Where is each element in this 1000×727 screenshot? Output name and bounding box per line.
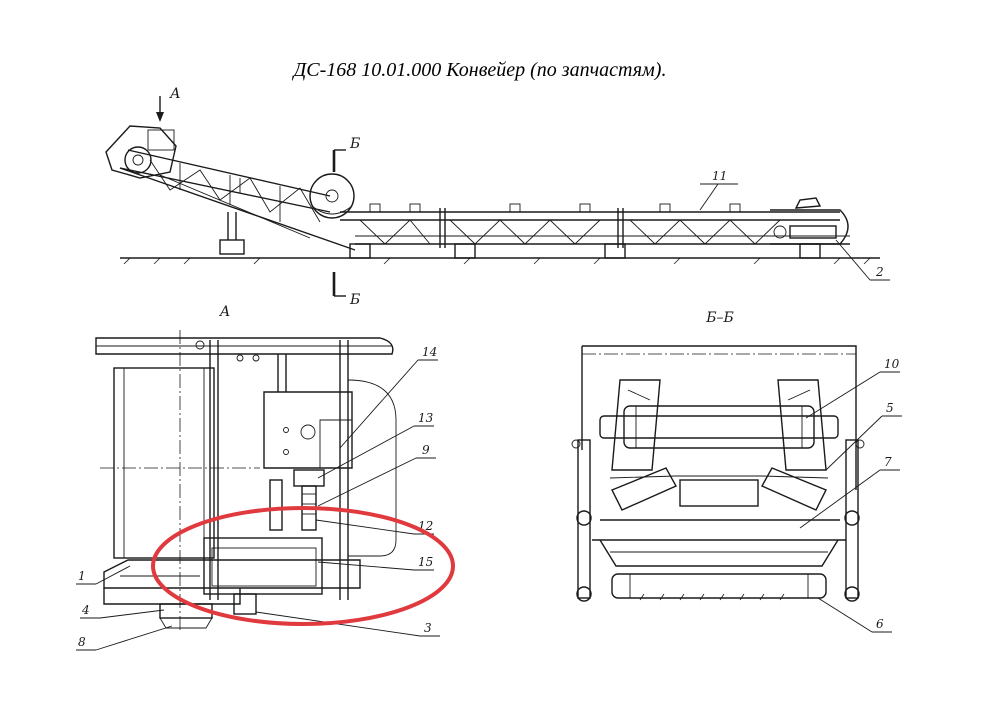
bearing-housing xyxy=(263,391,353,469)
svg-text:1: 1 xyxy=(78,569,86,583)
section-cut-top-label: Б xyxy=(349,136,360,152)
horizontal-section xyxy=(340,203,850,259)
tension-box xyxy=(203,537,323,595)
callout-8: 8 xyxy=(76,625,173,651)
section-cut-bb: Б Б xyxy=(332,136,360,308)
svg-text:9: 9 xyxy=(422,443,430,457)
svg-text:2: 2 xyxy=(875,265,884,279)
svg-text:11: 11 xyxy=(712,169,727,183)
svg-text:3: 3 xyxy=(424,621,432,635)
svg-text:6: 6 xyxy=(876,617,884,631)
view-arrow-a-label: А xyxy=(169,86,181,102)
svg-text:4: 4 xyxy=(81,603,90,617)
callout-1: 1 xyxy=(76,565,131,585)
view-a-title: А xyxy=(219,304,231,320)
svg-text:8: 8 xyxy=(78,635,86,649)
conveyor-side-view: А Б Б 11 2 xyxy=(105,86,890,308)
detail-view-a: 14 13 9 12 15 1 4 xyxy=(76,330,440,651)
tail-end xyxy=(770,197,849,245)
callout-13: 13 xyxy=(317,411,434,479)
section-cut-bottom-label: Б xyxy=(349,292,360,308)
side-roller-right xyxy=(761,467,827,511)
callout-2: 2 xyxy=(835,239,890,281)
svg-text:7: 7 xyxy=(884,455,892,469)
callout-7: 7 xyxy=(799,455,900,529)
svg-text:13: 13 xyxy=(418,411,434,425)
highlight-ellipse xyxy=(151,506,455,626)
drive-drum xyxy=(124,146,152,174)
section-view-bb: 10 5 7 6 xyxy=(571,345,902,633)
view-arrow-a: А xyxy=(156,86,181,122)
drive-head xyxy=(105,125,177,179)
callout-9: 9 xyxy=(317,443,436,507)
callout-14: 14 xyxy=(339,345,438,449)
ground-hatching xyxy=(123,257,871,265)
callout-10: 10 xyxy=(805,357,900,419)
svg-text:10: 10 xyxy=(884,357,900,371)
drum-body xyxy=(113,367,215,559)
callout-11: 11 xyxy=(699,169,738,211)
svg-text:14: 14 xyxy=(422,345,437,359)
callout-15: 15 xyxy=(317,555,434,571)
return-roller xyxy=(623,405,815,449)
callout-5: 5 xyxy=(825,401,902,471)
drawing-title: ДС-168 10.01.000 Конвейер (по запчастям)… xyxy=(292,59,667,81)
callout-4: 4 xyxy=(80,603,165,619)
inclined-section xyxy=(105,125,356,255)
svg-text:15: 15 xyxy=(418,555,433,569)
svg-text:5: 5 xyxy=(886,401,894,415)
section-bb-title: Б–Б xyxy=(705,310,734,326)
center-roller xyxy=(679,479,759,507)
lower-roller xyxy=(611,573,827,599)
callout-6: 6 xyxy=(817,597,892,633)
tension-drum xyxy=(309,173,355,219)
side-roller-left xyxy=(611,467,677,511)
